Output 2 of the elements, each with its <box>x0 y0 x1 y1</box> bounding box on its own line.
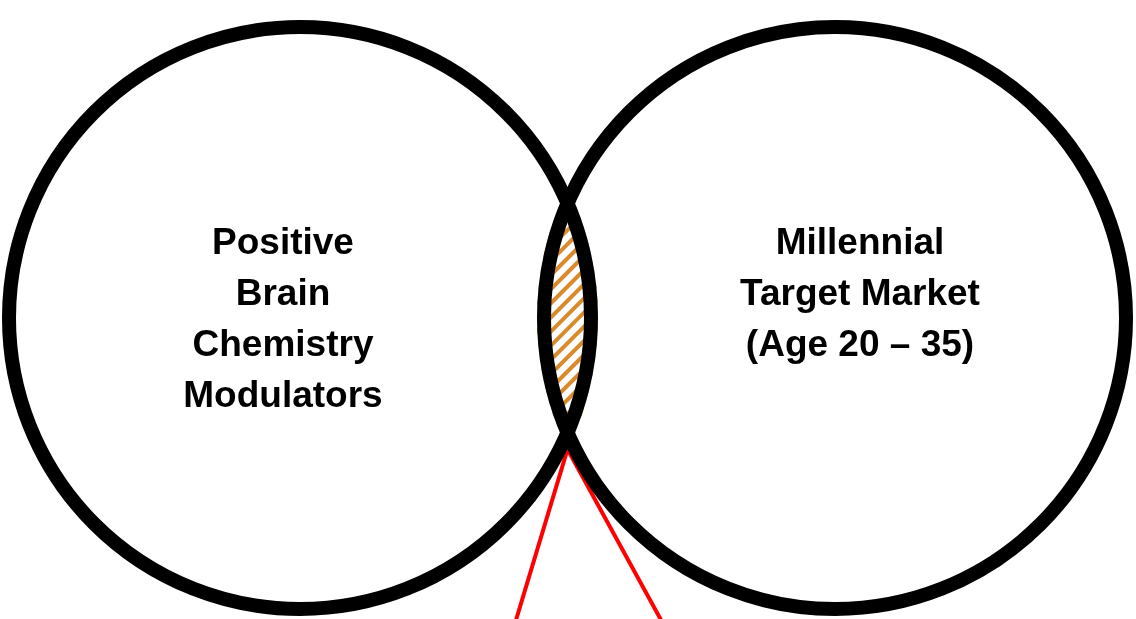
circle-label: Millennial Target Market (Age 20 – 35) <box>739 220 981 366</box>
circle-label: Positive Brain Chemistry Modulators <box>182 220 384 417</box>
